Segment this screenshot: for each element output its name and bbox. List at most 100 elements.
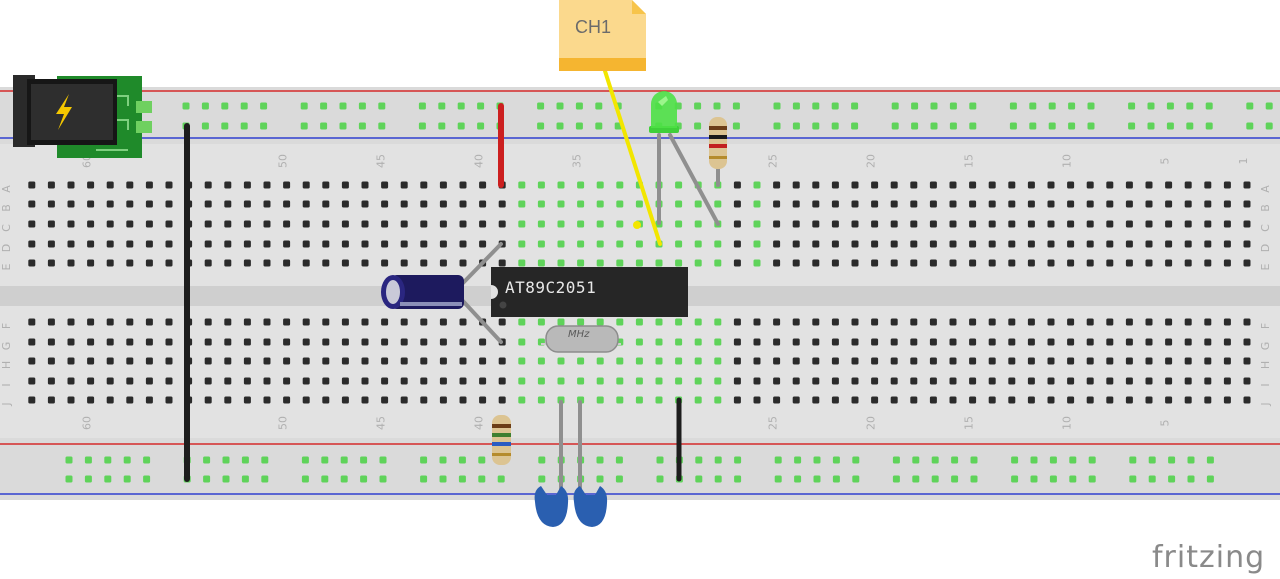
breadboard-hole[interactable] [812,396,820,404]
breadboard-hole[interactable] [616,318,624,326]
breadboard-hole[interactable] [1087,122,1095,130]
breadboard-hole[interactable] [1223,259,1231,267]
breadboard-hole[interactable] [28,220,36,228]
breadboard-hole[interactable] [203,475,211,483]
breadboard-hole[interactable] [912,475,920,483]
breadboard-hole[interactable] [1204,259,1212,267]
breadboard-hole[interactable] [381,259,389,267]
breadboard-hole[interactable] [1166,102,1174,110]
breadboard-hole[interactable] [596,456,604,464]
breadboard-hole[interactable] [734,456,742,464]
breadboard-hole[interactable] [714,240,722,248]
breadboard-hole[interactable] [126,220,134,228]
breadboard-hole[interactable] [1047,318,1055,326]
breadboard-hole[interactable] [596,181,604,189]
breadboard-hole[interactable] [871,181,879,189]
breadboard-hole[interactable] [1223,200,1231,208]
breadboard-hole[interactable] [145,240,153,248]
breadboard-hole[interactable] [498,357,506,365]
breadboard-hole[interactable] [47,200,55,208]
breadboard-hole[interactable] [341,200,349,208]
breadboard-hole[interactable] [400,318,408,326]
breadboard-hole[interactable] [537,318,545,326]
breadboard-hole[interactable] [1027,259,1035,267]
breadboard-hole[interactable] [518,200,526,208]
breadboard-hole[interactable] [616,220,624,228]
breadboard-hole[interactable] [675,181,683,189]
breadboard-hole[interactable] [890,240,898,248]
breadboard-hole[interactable] [1047,181,1055,189]
breadboard-hole[interactable] [1147,102,1155,110]
breadboard-hole[interactable] [322,377,330,385]
breadboard-hole[interactable] [792,357,800,365]
breadboard-hole[interactable] [28,318,36,326]
breadboard-hole[interactable] [577,318,585,326]
breadboard-hole[interactable] [890,357,898,365]
breadboard-hole[interactable] [322,200,330,208]
breadboard-hole[interactable] [1243,181,1251,189]
breadboard-hole[interactable] [224,259,232,267]
breadboard-hole[interactable] [1047,220,1055,228]
breadboard-hole[interactable] [479,181,487,189]
breadboard-hole[interactable] [1106,338,1114,346]
breadboard-hole[interactable] [733,181,741,189]
breadboard-hole[interactable] [418,122,426,130]
breadboard-hole[interactable] [341,240,349,248]
breadboard-hole[interactable] [890,377,898,385]
breadboard-hole[interactable] [1049,475,1057,483]
breadboard-hole[interactable] [204,181,212,189]
breadboard-hole[interactable] [1205,102,1213,110]
breadboard-hole[interactable] [498,318,506,326]
breadboard-hole[interactable] [1145,338,1153,346]
breadboard-hole[interactable] [378,102,386,110]
breadboard-hole[interactable] [949,377,957,385]
breadboard-hole[interactable] [439,377,447,385]
breadboard-hole[interactable] [243,181,251,189]
breadboard-hole[interactable] [322,318,330,326]
breadboard-hole[interactable] [381,396,389,404]
breadboard-hole[interactable] [459,259,467,267]
breadboard-hole[interactable] [263,377,271,385]
breadboard-hole[interactable] [420,200,428,208]
breadboard-hole[interactable] [1086,396,1094,404]
breadboard-hole[interactable] [1030,475,1038,483]
breadboard-hole[interactable] [67,240,75,248]
breadboard-hole[interactable] [283,396,291,404]
breadboard-hole[interactable] [792,240,800,248]
breadboard-hole[interactable] [341,396,349,404]
breadboard-hole[interactable] [67,318,75,326]
breadboard-hole[interactable] [831,122,839,130]
breadboard-hole[interactable] [322,181,330,189]
breadboard-hole[interactable] [243,357,251,365]
breadboard-hole[interactable] [714,200,722,208]
breadboard-hole[interactable] [182,102,190,110]
breadboard-hole[interactable] [224,220,232,228]
breadboard-hole[interactable] [1265,102,1273,110]
breadboard-hole[interactable] [1047,259,1055,267]
breadboard-hole[interactable] [28,259,36,267]
breadboard-hole[interactable] [851,396,859,404]
breadboard-hole[interactable] [1008,259,1016,267]
breadboard-hole[interactable] [459,377,467,385]
breadboard-hole[interactable] [890,338,898,346]
breadboard-hole[interactable] [1184,396,1192,404]
breadboard-hole[interactable] [47,181,55,189]
breadboard-hole[interactable] [400,338,408,346]
breadboard-hole[interactable] [832,456,840,464]
breadboard-hole[interactable] [1125,357,1133,365]
breadboard-hole[interactable] [871,357,879,365]
breadboard-hole[interactable] [890,318,898,326]
breadboard-hole[interactable] [970,456,978,464]
breadboard-hole[interactable] [753,357,761,365]
breadboard-hole[interactable] [47,220,55,228]
breadboard-hole[interactable] [892,456,900,464]
breadboard-hole[interactable] [360,475,368,483]
breadboard-hole[interactable] [911,102,919,110]
breadboard-hole[interactable] [1067,200,1075,208]
breadboard-hole[interactable] [891,102,899,110]
breadboard-hole[interactable] [851,259,859,267]
breadboard-hole[interactable] [733,377,741,385]
breadboard-hole[interactable] [1027,377,1035,385]
breadboard-hole[interactable] [1165,181,1173,189]
breadboard-hole[interactable] [1067,181,1075,189]
